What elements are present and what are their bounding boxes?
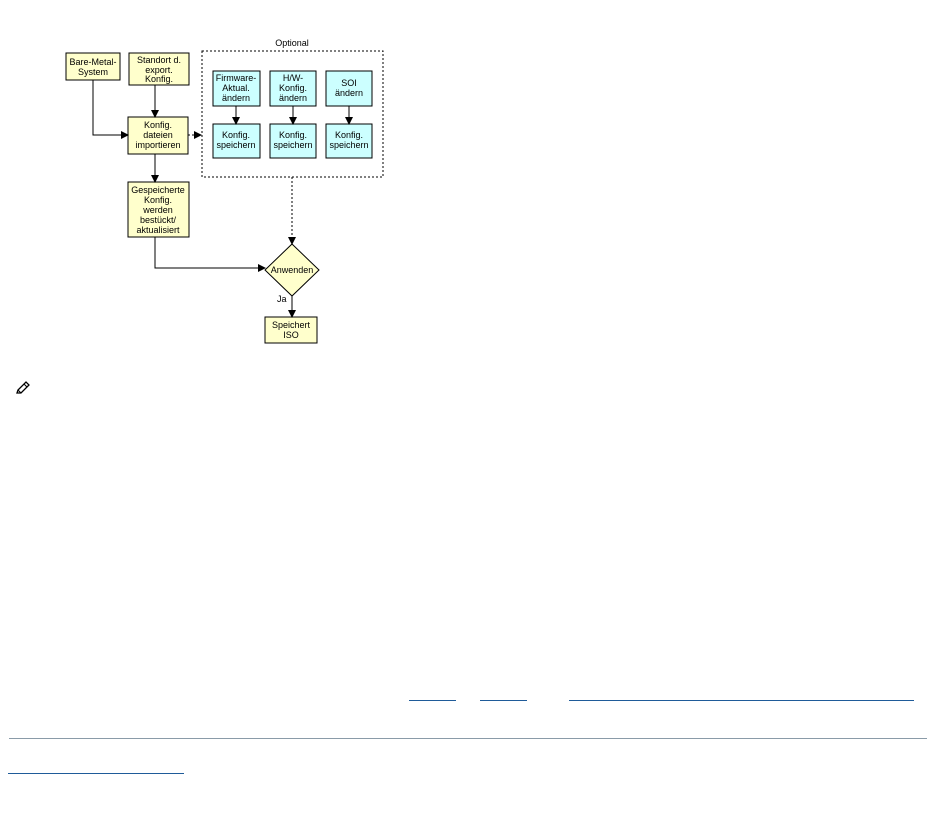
- svg-text:aktualisiert: aktualisiert: [136, 225, 180, 235]
- link-underline-2[interactable]: [480, 700, 527, 701]
- svg-text:Konfig.: Konfig.: [145, 74, 173, 84]
- svg-text:Konfig.: Konfig.: [144, 195, 172, 205]
- svg-text:dateien: dateien: [143, 130, 173, 140]
- apply-decision-diamond: Anwenden: [264, 243, 320, 297]
- save-config-box-2: Konfig. speichern: [269, 123, 317, 159]
- svg-text:ändern: ändern: [335, 88, 363, 98]
- svg-text:werden: werden: [142, 205, 173, 215]
- hw-config-box: H/W- Konfig. ändern: [269, 70, 317, 107]
- footer-link-underline[interactable]: [8, 773, 184, 774]
- svg-text:Speichert: Speichert: [272, 320, 311, 330]
- svg-text:Konfig.: Konfig.: [279, 83, 307, 93]
- connectors: [92, 80, 353, 318]
- svg-text:export.: export.: [145, 65, 173, 75]
- save-config-box-1: Konfig. speichern: [212, 123, 261, 159]
- svg-text:speichern: speichern: [273, 140, 312, 150]
- svg-text:H/W-: H/W-: [283, 73, 303, 83]
- svg-text:Anwenden: Anwenden: [271, 265, 314, 275]
- svg-text:speichern: speichern: [216, 140, 255, 150]
- svg-text:ändern: ändern: [222, 93, 250, 103]
- svg-text:System: System: [78, 67, 108, 77]
- svg-text:SOI: SOI: [341, 78, 357, 88]
- svg-text:Gespeicherte: Gespeicherte: [131, 185, 185, 195]
- svg-text:Firmware-: Firmware-: [216, 73, 257, 83]
- svg-text:ändern: ändern: [279, 93, 307, 103]
- svg-text:Aktual.: Aktual.: [222, 83, 250, 93]
- process-flowchart: Optional Bare-Metal- System Standort d. …: [65, 38, 384, 344]
- save-config-box-3: Konfig. speichern: [325, 123, 373, 159]
- svg-text:Standort d.: Standort d.: [137, 55, 181, 65]
- footer-divider: [9, 738, 927, 739]
- link-underline-3[interactable]: [569, 700, 914, 701]
- stored-config-box: Gespeicherte Konfig. werden bestückt/ ak…: [127, 181, 190, 238]
- svg-text:Konfig.: Konfig.: [335, 130, 363, 140]
- soi-change-box: SOI ändern: [325, 70, 373, 107]
- svg-text:Konfig.: Konfig.: [144, 120, 172, 130]
- link-underline-1[interactable]: [409, 700, 456, 701]
- svg-text:speichern: speichern: [329, 140, 368, 150]
- svg-text:Konfig.: Konfig.: [222, 130, 250, 140]
- svg-text:ISO: ISO: [283, 330, 299, 340]
- export-location-box: Standort d. export. Konfig.: [128, 52, 190, 86]
- optional-label: Optional: [275, 38, 309, 48]
- svg-text:Konfig.: Konfig.: [279, 130, 307, 140]
- firmware-update-box: Firmware- Aktual. ändern: [212, 70, 261, 107]
- save-iso-box: Speichert ISO: [264, 316, 318, 344]
- bare-metal-system-box: Bare-Metal- System: [65, 52, 121, 81]
- import-config-box: Konfig. dateien importieren: [127, 116, 189, 155]
- yes-label: Ja: [277, 294, 287, 304]
- svg-text:Bare-Metal-: Bare-Metal-: [69, 57, 116, 67]
- svg-text:importieren: importieren: [135, 140, 180, 150]
- pencil-note-icon: [16, 381, 30, 394]
- svg-text:bestückt/: bestückt/: [140, 215, 177, 225]
